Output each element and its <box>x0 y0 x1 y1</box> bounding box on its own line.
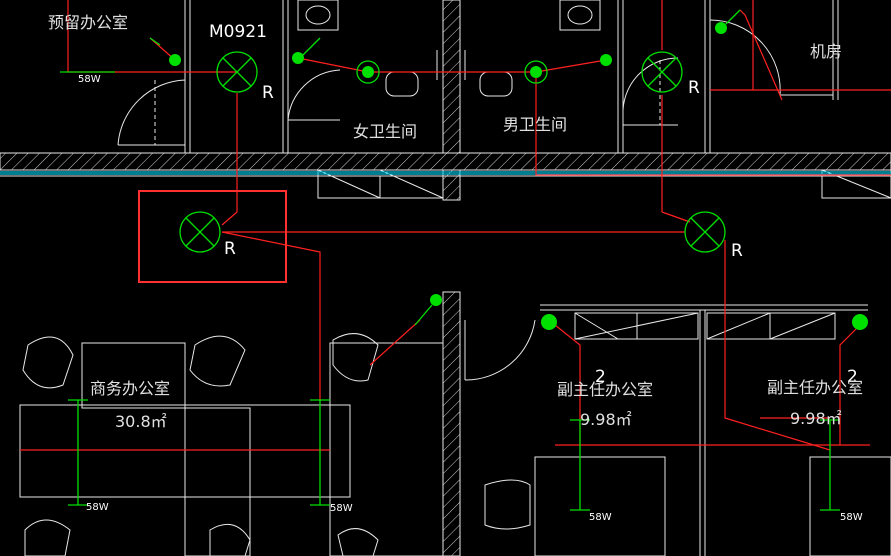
room-label-reserved-office: 预留办公室 <box>48 13 128 32</box>
room-label-deputy-office-left: 副主任办公室 <box>557 380 653 399</box>
center-column-top <box>442 0 461 154</box>
labels: 预留办公室 M0921 R 女卫生间 男卫生间 R 机房 58W R R 商务办… <box>48 13 863 523</box>
circuit-number-2: 2 <box>847 367 858 387</box>
lamp-power-5: 58W <box>840 512 863 523</box>
room-area-deputy-office-right: 9.98㎡ <box>790 409 842 428</box>
center-column-bottom <box>442 291 461 556</box>
fixture-tag-2: R <box>688 78 700 98</box>
corridor-wall-hatched <box>0 152 891 171</box>
light-fixtures <box>60 9 868 511</box>
room-label-womens-restroom: 女卫生间 <box>353 122 417 141</box>
selection-highlight-box[interactable] <box>138 190 287 283</box>
circuit-number-1: 2 <box>595 367 606 387</box>
door-tag: M0921 <box>209 22 267 42</box>
room-label-deputy-office-right: 副主任办公室 <box>767 378 863 397</box>
lamp-power-2: 58W <box>86 502 109 513</box>
room-label-mens-restroom: 男卫生间 <box>503 115 567 134</box>
lamp-power-1: 58W <box>78 74 101 85</box>
wiring <box>20 0 891 451</box>
room-label-machine-room: 机房 <box>810 42 842 61</box>
room-area-business-office: 30.8㎡ <box>115 412 167 431</box>
lamp-power-3: 58W <box>330 503 353 514</box>
room-label-business-office: 商务办公室 <box>90 379 170 398</box>
room-area-deputy-office-left: 9.98㎡ <box>580 410 632 429</box>
lamp-power-4: 58W <box>589 512 612 523</box>
fixture-tag-1: R <box>262 83 274 103</box>
fixture-tag-4: R <box>731 241 743 261</box>
fixture-tag-3: R <box>224 239 236 259</box>
